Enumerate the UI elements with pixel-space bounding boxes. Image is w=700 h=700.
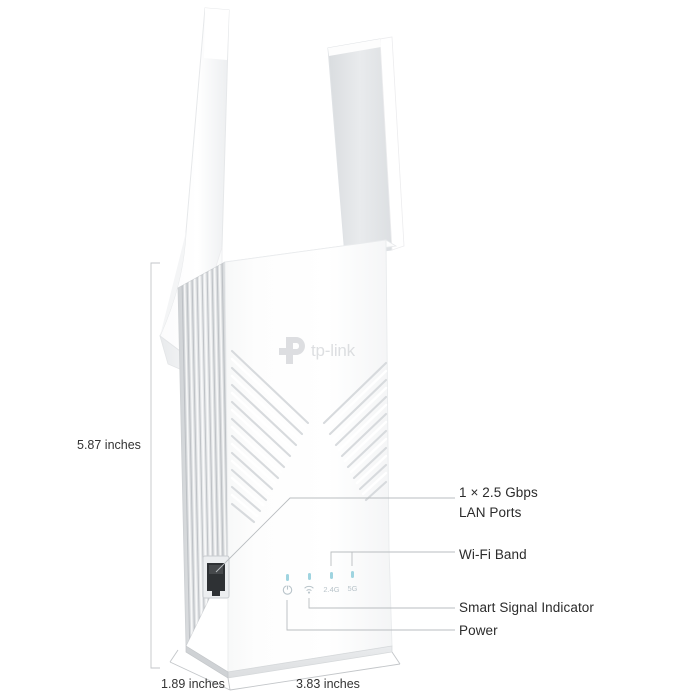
device-body: tp-link — [177, 239, 398, 679]
signal-icon — [304, 585, 314, 594]
dim-ext-width-right — [391, 651, 401, 665]
dimension-width-label: 3.83 inches — [296, 677, 360, 691]
svg-text:tp-link: tp-link — [311, 341, 356, 360]
callout-leader-lines — [215, 497, 455, 631]
dim-line-depth — [169, 661, 231, 691]
dimension-height-label: 5.87 inches — [77, 438, 141, 452]
dim-line-width — [229, 663, 401, 691]
callout-wifi-band: Wi-Fi Band — [459, 547, 527, 562]
power-icon — [282, 585, 293, 595]
dim-ext-depth-right — [227, 677, 231, 691]
led-indicators: 2.4G 5G — [282, 571, 358, 595]
band-24g-label: 2.4G — [323, 585, 339, 594]
power-led — [282, 574, 293, 595]
tp-link-logo: tp-link — [279, 337, 356, 364]
band-5g-led: 5G — [347, 571, 358, 593]
front-vent-chevrons — [230, 349, 388, 524]
band-24g-led: 2.4G — [323, 572, 340, 594]
dimension-depth-label: 1.89 inches — [161, 677, 225, 691]
dimension-lines — [150, 262, 401, 691]
dim-ext-depth-left — [169, 649, 179, 663]
lan-port — [202, 555, 230, 599]
callout-power: Power — [459, 623, 498, 638]
leader-band — [330, 551, 455, 566]
band-5g-label: 5G — [347, 584, 357, 593]
leader-signal — [308, 598, 455, 609]
dim-line-height — [150, 262, 160, 669]
leader-power — [286, 600, 455, 631]
antenna-right — [327, 36, 405, 257]
leader-lan — [215, 497, 455, 573]
signal-led — [304, 573, 314, 594]
callout-lan-ports: 1 × 2.5 Gbps LAN Ports — [459, 485, 538, 520]
callout-smart-signal-indicator: Smart Signal Indicator — [459, 600, 595, 615]
